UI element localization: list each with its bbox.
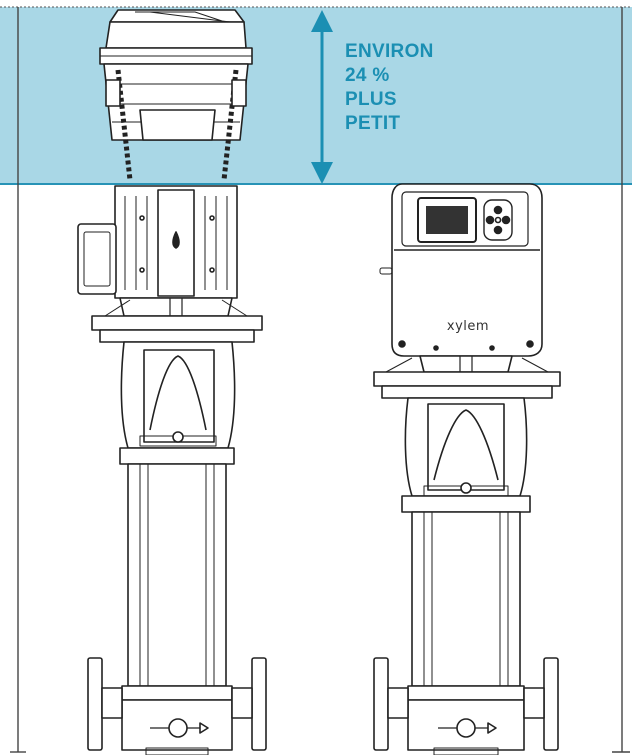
pump-column <box>119 447 235 687</box>
motor-top-cover <box>99 9 253 72</box>
callout-line-3: PLUS <box>345 89 397 110</box>
motor-body <box>77 185 238 299</box>
drive-brand-label: xylem <box>447 319 489 334</box>
compact-pump-base <box>373 657 559 755</box>
pump-head <box>120 341 236 449</box>
pump-base <box>87 657 267 755</box>
size-reduction-callout: ENVIRON 24 % PLUS PETIT <box>345 40 434 136</box>
variable-speed-drive: xylem <box>379 183 543 357</box>
pump-compact: xylem <box>373 183 561 755</box>
callout-line-4: PETIT <box>345 113 401 134</box>
callout-line-2: 24 % <box>345 65 390 86</box>
motor-bracket <box>91 297 263 343</box>
height-difference-band <box>0 6 632 185</box>
frame-lines <box>10 7 630 753</box>
compact-pump-column <box>401 495 531 687</box>
height-difference-arrow <box>311 10 333 184</box>
fan-housing <box>103 63 249 181</box>
callout-line-1: ENVIRON <box>345 41 434 62</box>
compact-bracket <box>373 355 561 399</box>
compact-pump-head <box>404 397 528 497</box>
pump-standard <box>77 9 267 755</box>
